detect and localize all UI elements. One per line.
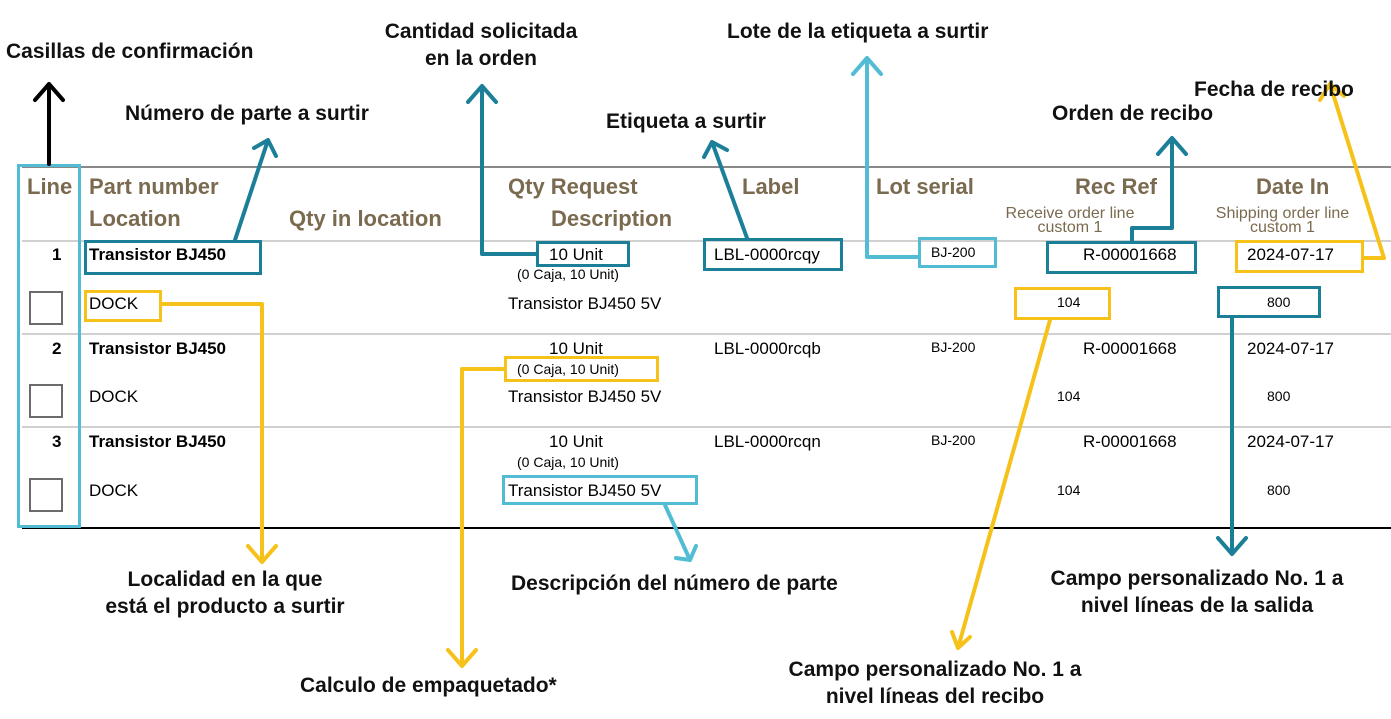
label-highlight — [703, 238, 843, 271]
header-rec-ref: Rec Ref — [1075, 174, 1157, 199]
annotation-qty: Cantidad solicitada en la orden — [384, 20, 578, 70]
confirm-checkbox[interactable] — [29, 384, 63, 418]
shipping-custom-value: 800 — [1267, 482, 1291, 498]
rec-ref: R-00001668 — [1083, 245, 1177, 264]
lot-serial: BJ-200 — [931, 432, 976, 448]
date-in: 2024-07-17 — [1247, 432, 1334, 451]
row-divider — [22, 333, 1391, 335]
header-date-in: Date In — [1256, 174, 1330, 199]
line-number: 2 — [52, 339, 62, 358]
arrow-date-in — [1318, 82, 1386, 260]
packaging-calc: (0 Caja, 10 Unit) — [517, 266, 619, 282]
annotation-part-number: Número de parte a surtir — [125, 102, 369, 125]
arrow-receive-custom — [950, 318, 1052, 650]
packaging-calc: (0 Caja, 10 Unit) — [517, 361, 619, 377]
header-lot-serial: Lot serial — [876, 174, 974, 199]
shipping-custom-highlight — [1217, 286, 1321, 318]
location: DOCK — [89, 294, 139, 313]
qty-request: 10 Unit — [549, 339, 603, 358]
confirm-checkbox[interactable] — [29, 291, 63, 325]
arrow-rec-ref — [1130, 136, 1188, 243]
arrow-description — [663, 503, 698, 562]
lot-serial: BJ-200 — [931, 339, 976, 355]
header-qty-in-location: Qty in location — [289, 206, 442, 231]
receive-custom-value: 104 — [1057, 482, 1081, 498]
part-number: Transistor BJ450 — [89, 339, 227, 358]
packaging-calc: (0 Caja, 10 Unit) — [517, 454, 619, 470]
shipping-custom-value: 800 — [1267, 294, 1291, 310]
rec-ref: R-00001668 — [1083, 339, 1177, 358]
receive-custom-value: 104 — [1057, 388, 1081, 404]
annotation-receive-order: Orden de recibo — [1052, 102, 1214, 125]
date-in: 2024-07-17 — [1247, 245, 1334, 264]
header-line: Line — [27, 174, 73, 199]
rec-ref: R-00001668 — [1083, 432, 1177, 451]
rec-ref-highlight — [1046, 241, 1197, 274]
line-number: 1 — [52, 245, 62, 264]
label-value: LBL-0000rcqn — [714, 432, 821, 451]
part-number-highlight — [84, 240, 262, 275]
header-qty-request: Qty Request — [508, 174, 638, 199]
header-part-number: Part number — [89, 174, 219, 199]
qty-request: 10 Unit — [549, 432, 603, 451]
arrow-packaging — [446, 367, 506, 668]
lot-serial: BJ-200 — [931, 244, 976, 260]
annotation-checkboxes: Casillas de confirmación — [6, 40, 254, 63]
part-number: Transistor BJ450 — [89, 432, 227, 451]
arrow-lot — [851, 56, 920, 259]
header-location: Location — [89, 206, 181, 231]
annotation-packaging: Calculo de empaquetado* — [300, 674, 557, 697]
shipping-custom-value: 800 — [1267, 388, 1291, 404]
header-description: Description — [551, 206, 673, 231]
annotation-location: Localidad en la que está el producto a s… — [105, 568, 345, 618]
header-receive-custom: Receive order line custom 1 — [1005, 205, 1135, 236]
description: Transistor BJ450 5V — [508, 387, 662, 406]
line-number: 3 — [52, 432, 62, 451]
annotation-description: Descripción del número de parte — [511, 572, 838, 595]
label-value: LBL-0000rcqb — [714, 339, 821, 358]
label-value: LBL-0000rcqy — [714, 245, 820, 264]
header-label: Label — [742, 174, 800, 199]
date-in: 2024-07-17 — [1247, 339, 1334, 358]
description: Transistor BJ450 5V — [508, 294, 662, 313]
annotation-date-in: Fecha de recibo — [1194, 78, 1354, 101]
location: DOCK — [89, 387, 139, 406]
table-top-rule — [22, 166, 1391, 168]
receive-custom-value: 104 — [1057, 294, 1081, 310]
part-number: Transistor BJ450 — [89, 245, 227, 264]
arrow-shipping-custom — [1216, 316, 1248, 556]
lot-highlight — [918, 237, 997, 268]
table-bottom-rule — [22, 527, 1391, 529]
date-in-highlight — [1235, 240, 1364, 273]
arrow-location — [160, 302, 278, 564]
arrow-qty — [466, 84, 538, 256]
annotation-label: Etiqueta a surtir — [606, 110, 766, 133]
arrow-part-number — [233, 138, 278, 242]
arrow-checkboxes — [33, 82, 65, 166]
annotation-custom-receipt: Campo personalizado No. 1 a nivel líneas… — [788, 658, 1082, 708]
receive-custom-highlight — [1014, 287, 1111, 320]
description-highlight — [502, 475, 698, 505]
qty-request: 10 Unit — [549, 245, 603, 264]
description: Transistor BJ450 5V — [508, 481, 662, 500]
annotation-custom-shipping: Campo personalizado No. 1 a nivel líneas… — [1050, 567, 1344, 617]
location: DOCK — [89, 481, 139, 500]
header-shipping-custom: Shipping order line custom 1 — [1215, 205, 1350, 236]
row-divider — [22, 426, 1391, 428]
confirm-checkbox[interactable] — [29, 478, 63, 512]
arrow-label — [702, 140, 749, 240]
annotation-lot: Lote de la etiqueta a surtir — [727, 20, 989, 43]
location-highlight — [84, 290, 162, 322]
